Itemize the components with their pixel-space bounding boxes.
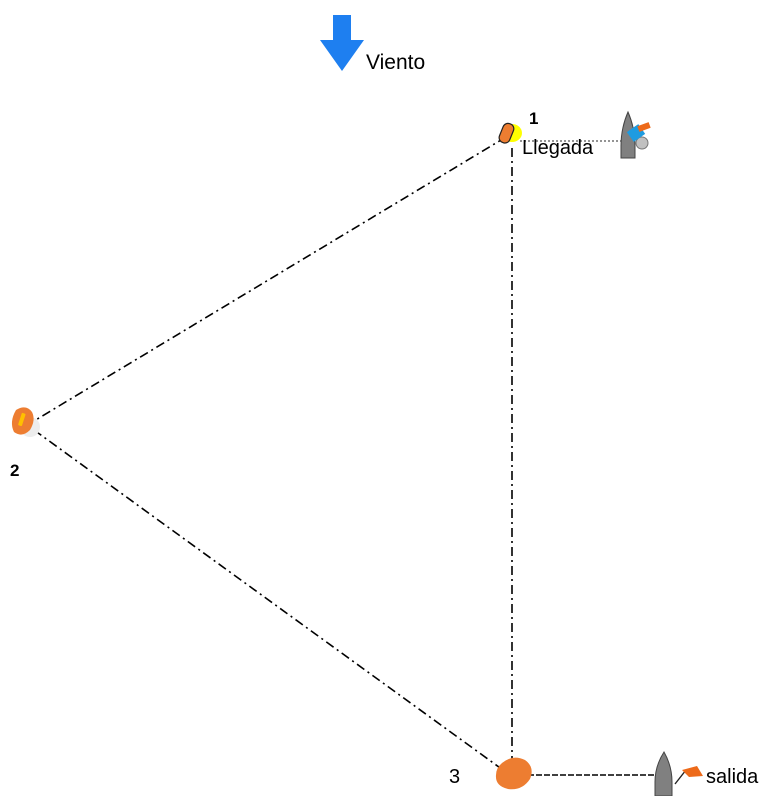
mark-1-number: 1: [529, 109, 539, 128]
mark-3-number: 3: [449, 766, 461, 788]
wind-arrow-icon: [320, 15, 364, 71]
leg-2-to-3: [33, 429, 504, 771]
finish-boat-icon: [620, 110, 651, 159]
leg-1-to-2: [33, 136, 507, 422]
start-label: salida: [706, 766, 759, 788]
mark-2-buoy-icon: [11, 407, 40, 437]
mark-3-buoy-icon: [495, 757, 532, 790]
mark-1-buoy-icon: [498, 122, 522, 144]
mark-2-number: 2: [10, 461, 20, 480]
course-legs: [33, 136, 513, 771]
wind-label: Viento: [366, 51, 426, 74]
start-boat-icon: [654, 751, 703, 796]
finish-label: Llegada: [522, 137, 594, 159]
